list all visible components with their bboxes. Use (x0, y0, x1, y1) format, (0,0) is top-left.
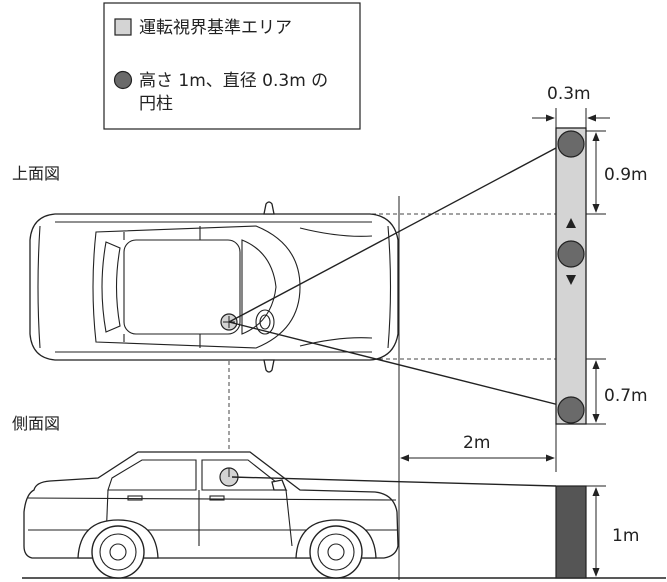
legend-cylinder-label-line1: 高さ 1m、直径 0.3m の (139, 71, 328, 91)
car-top-view (29, 201, 399, 373)
front-offset-label: 0.9m (604, 165, 648, 185)
legend-cylinder-swatch (113, 70, 133, 90)
side-view-label: 側面図 (12, 414, 60, 433)
rear-offset-label: 0.7m (604, 386, 648, 406)
move-up-arrow-icon (566, 218, 576, 228)
dimension-distance: 2m (400, 424, 557, 472)
legend-box (103, 2, 361, 130)
car-side-view (23, 451, 399, 579)
dimension-rear-offset: 0.7m (586, 358, 648, 425)
sight-line-side (231, 476, 557, 487)
dimension-diameter: 0.3m (532, 84, 610, 128)
move-down-arrow-icon (566, 275, 576, 285)
cylinder-front (557, 130, 585, 158)
distance-label: 2m (463, 433, 490, 453)
diameter-label: 0.3m (547, 84, 591, 104)
cylinder-rear (557, 396, 585, 424)
legend-area-swatch (114, 18, 132, 36)
legend: 運転視界基準エリア 高さ 1m、直径 0.3m の 円柱 (103, 2, 361, 130)
top-view-label: 上面図 (12, 164, 60, 183)
dimension-front-offset: 0.9m (586, 130, 648, 215)
legend-area-label: 運転視界基準エリア (139, 18, 292, 38)
sight-lines-top (228, 139, 572, 409)
cylinder-middle (557, 240, 585, 268)
visibility-area-top (555, 127, 587, 425)
cylinder-side (555, 485, 587, 579)
legend-cylinder-label-line2: 円柱 (139, 94, 173, 114)
height-label: 1m (612, 526, 639, 546)
dimension-height: 1m (586, 485, 639, 577)
